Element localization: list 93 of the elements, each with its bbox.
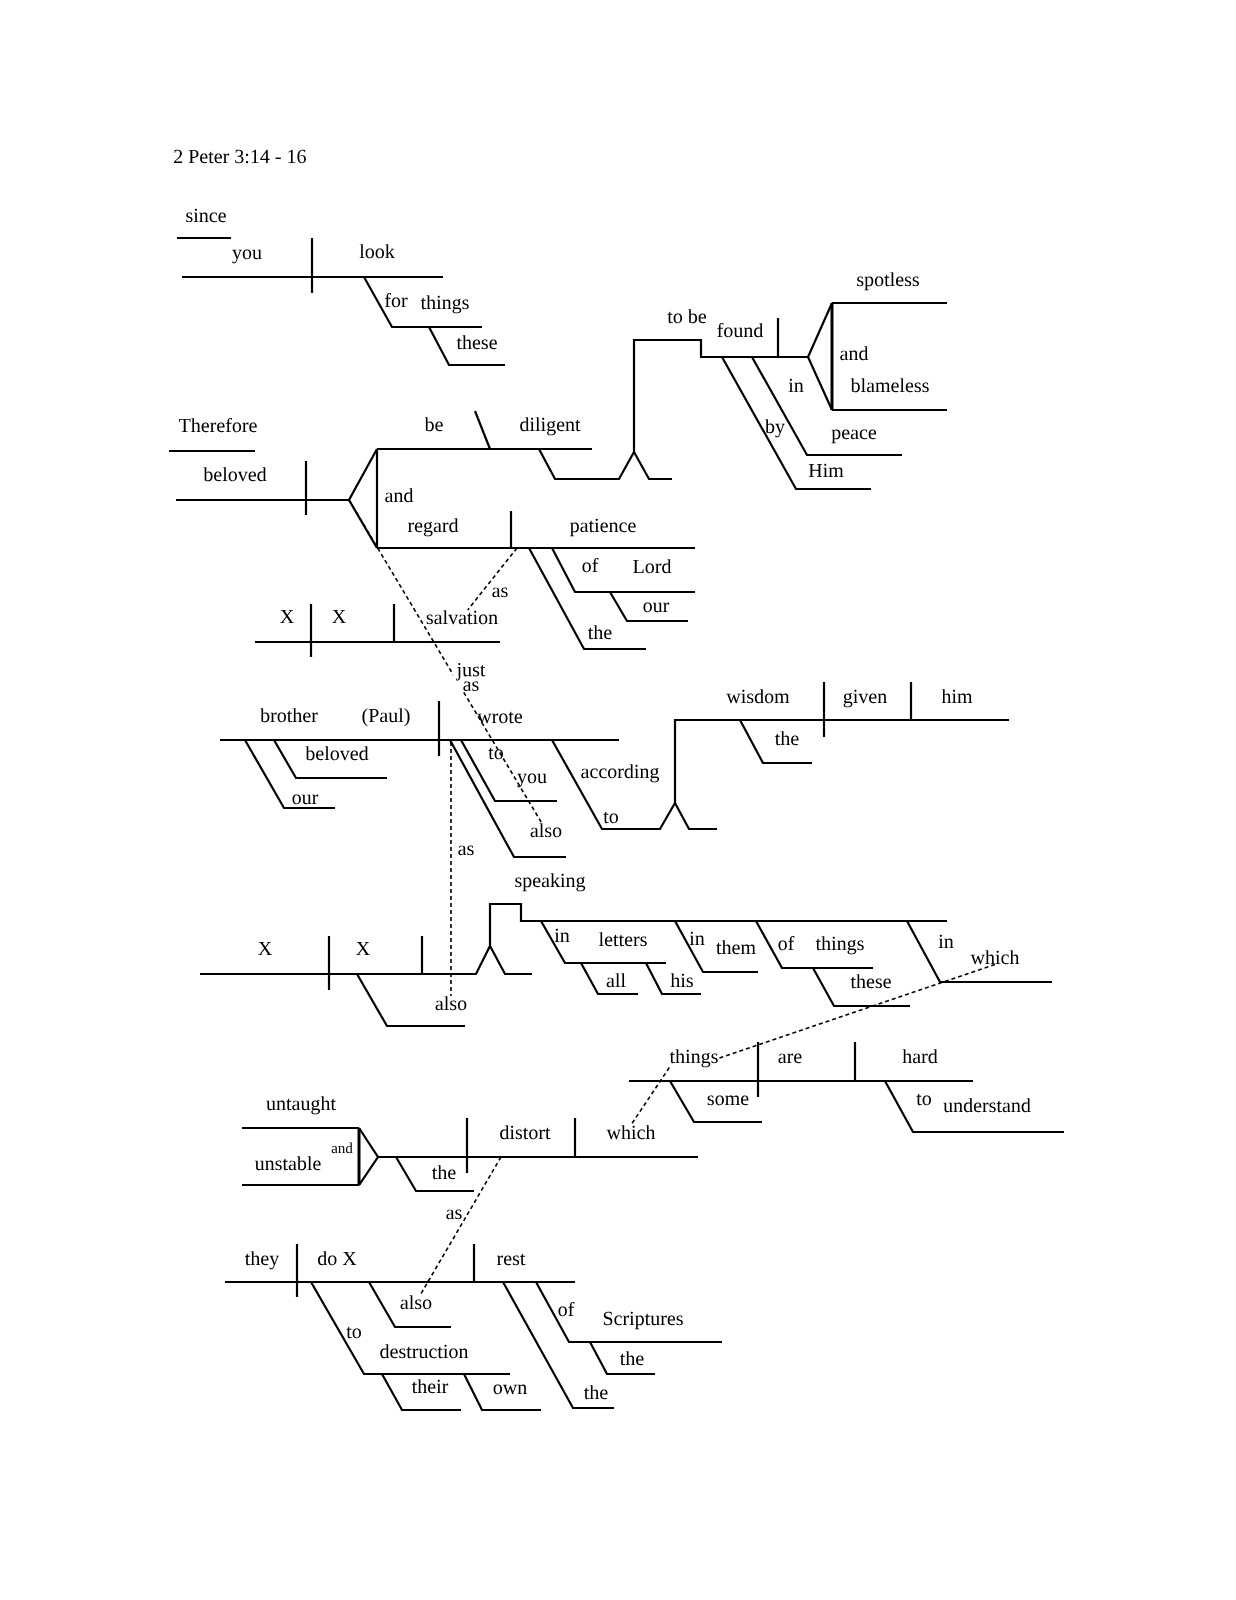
word: wrote bbox=[477, 711, 523, 724]
word: by bbox=[765, 419, 785, 438]
dashed-connector bbox=[348, 499, 543, 824]
word: also bbox=[400, 1295, 432, 1310]
word: found bbox=[717, 322, 764, 338]
word: these bbox=[850, 974, 891, 989]
word: they bbox=[244, 1251, 280, 1270]
word: in bbox=[938, 934, 954, 948]
word: and bbox=[331, 1142, 353, 1154]
word: Him bbox=[808, 463, 844, 477]
word: letters bbox=[599, 932, 647, 947]
dashed-connector bbox=[466, 547, 518, 611]
word: which bbox=[606, 1125, 656, 1140]
word: are bbox=[778, 1053, 802, 1064]
title: 2 Peter 3:14 - 16 bbox=[174, 149, 306, 164]
word: of bbox=[558, 1301, 575, 1317]
word: these bbox=[456, 335, 497, 350]
edge-label: as bbox=[456, 844, 476, 857]
word: all bbox=[606, 973, 626, 988]
word: destruction bbox=[380, 1344, 469, 1359]
word: him bbox=[941, 689, 973, 703]
word: given bbox=[843, 689, 887, 708]
word: them bbox=[716, 940, 756, 955]
word: look bbox=[359, 244, 395, 259]
word: X bbox=[280, 609, 294, 623]
word: (Paul) bbox=[362, 708, 410, 727]
word: salvation bbox=[426, 610, 498, 625]
word: diligent bbox=[520, 417, 581, 436]
edge-label: as bbox=[444, 1208, 464, 1221]
word: things bbox=[669, 1049, 718, 1068]
word: the bbox=[583, 1385, 608, 1400]
word: to be bbox=[667, 309, 707, 324]
word: unstable bbox=[254, 1156, 321, 1171]
word: Lord bbox=[633, 559, 672, 574]
word: speaking bbox=[515, 873, 586, 892]
word: you bbox=[232, 249, 262, 264]
edge-label: just as bbox=[453, 661, 489, 693]
word: some bbox=[707, 1095, 749, 1106]
word: to bbox=[346, 1326, 361, 1339]
edge-label: as bbox=[490, 586, 510, 599]
dashed-connector bbox=[419, 1156, 502, 1296]
word: beloved bbox=[305, 746, 369, 761]
dashed-connector bbox=[717, 963, 996, 1060]
word: in bbox=[554, 928, 570, 942]
word: X bbox=[258, 941, 272, 955]
word: X bbox=[332, 609, 346, 623]
word: be bbox=[424, 417, 443, 432]
word: our bbox=[643, 602, 670, 613]
word: and bbox=[840, 346, 869, 361]
word: their bbox=[411, 1379, 449, 1394]
word: to bbox=[603, 811, 618, 824]
word: our bbox=[292, 794, 319, 805]
dashed-connector bbox=[630, 1066, 671, 1126]
word: untaught bbox=[266, 1096, 336, 1115]
word: also bbox=[435, 996, 467, 1011]
word: since bbox=[186, 208, 226, 223]
word: blameless bbox=[850, 378, 929, 393]
word: of bbox=[778, 935, 795, 951]
word: in bbox=[788, 378, 804, 392]
word: X bbox=[356, 941, 370, 955]
word: patience bbox=[570, 518, 636, 537]
word: according bbox=[581, 764, 660, 783]
word: things bbox=[420, 295, 469, 314]
word: Therefore bbox=[178, 417, 257, 433]
dashed-connector bbox=[450, 741, 452, 997]
word: also bbox=[530, 823, 562, 838]
word: understand bbox=[943, 1098, 1031, 1113]
word: brother bbox=[260, 708, 318, 723]
word: distort bbox=[500, 1125, 551, 1140]
word: beloved bbox=[203, 467, 267, 482]
word: peace bbox=[831, 429, 877, 444]
word: of bbox=[582, 557, 599, 573]
word: his bbox=[670, 973, 693, 988]
word: things bbox=[815, 936, 864, 955]
word: hard bbox=[902, 1049, 938, 1064]
word: the bbox=[619, 1351, 644, 1366]
word: do X bbox=[318, 1251, 357, 1266]
word: to bbox=[916, 1093, 931, 1106]
word: own bbox=[493, 1384, 527, 1395]
word: the bbox=[587, 625, 612, 640]
word: spotless bbox=[857, 272, 919, 291]
word: the bbox=[774, 731, 799, 746]
word: for bbox=[384, 292, 408, 308]
word: regard bbox=[407, 518, 459, 537]
word: to bbox=[488, 747, 503, 760]
word: and bbox=[385, 488, 414, 503]
word: wisdom bbox=[726, 689, 790, 704]
word: Scriptures bbox=[603, 1311, 683, 1330]
word: the bbox=[431, 1165, 456, 1180]
word: which bbox=[970, 950, 1020, 965]
word: you bbox=[517, 773, 547, 788]
word: in bbox=[689, 931, 705, 945]
word: rest bbox=[496, 1253, 526, 1266]
